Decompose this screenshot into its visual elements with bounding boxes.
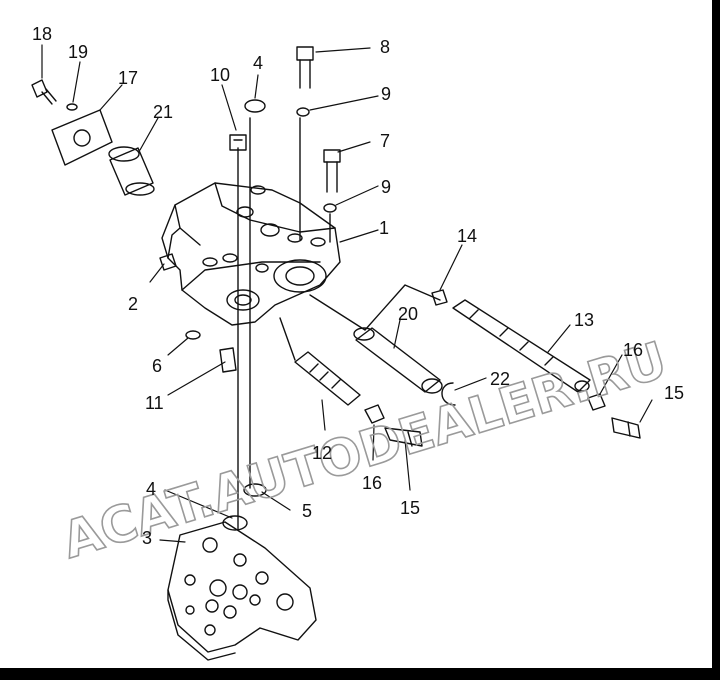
frame-border-bottom [0, 668, 720, 680]
label-part-6: 6 [152, 356, 162, 376]
label-part-11: 11 [145, 393, 164, 413]
label-part-20: 20 [398, 304, 418, 324]
label-part-3: 3 [142, 528, 152, 548]
leader-lines [41, 44, 653, 543]
screw-15-right [611, 417, 641, 439]
spool-12 [294, 351, 361, 406]
label-part-18: 18 [32, 24, 52, 44]
label-part-5: 5 [302, 501, 312, 521]
washer-9-top [296, 107, 310, 117]
label-part-19: 19 [68, 42, 88, 62]
alignment-line-e [309, 284, 441, 331]
label-part-1: 1 [379, 218, 389, 238]
label-part-10: 10 [210, 65, 230, 85]
label-part-12: 12 [312, 443, 332, 463]
label-part-15-right: 15 [664, 383, 684, 403]
plug-11 [219, 347, 237, 373]
plug-14 [431, 289, 448, 306]
label-part-4-top: 4 [253, 53, 263, 73]
washer-9-lower [323, 203, 337, 213]
label-part-4-lower: 4 [146, 479, 156, 499]
label-part-2: 2 [128, 294, 138, 314]
bottom-plate [167, 521, 317, 661]
alignment-line-f [279, 317, 296, 361]
spool-20 [353, 327, 443, 394]
bolt-7 [323, 149, 341, 193]
label-part-17: 17 [118, 68, 138, 88]
nut-16-lower [364, 404, 385, 424]
o-ring-4-lower [222, 515, 248, 531]
washer-19 [66, 103, 78, 111]
label-part-9-top: 9 [381, 84, 391, 104]
snap-ring-22 [441, 382, 456, 406]
screw-15-lower [384, 427, 423, 447]
spool-13 [452, 299, 591, 393]
o-ring-5 [243, 483, 267, 497]
valve-body [161, 182, 341, 326]
label-part-22: 22 [490, 369, 510, 389]
part-labels: 1 2 3 4 4 5 6 7 8 9 9 10 11 12 13 14 15 … [32, 24, 684, 548]
label-part-16-right: 16 [623, 340, 643, 360]
label-part-9-lower: 9 [381, 177, 391, 197]
label-part-21: 21 [153, 102, 173, 122]
bolt-18 [31, 79, 57, 105]
plug-10 [229, 134, 247, 151]
sleeve-21 [108, 146, 155, 196]
label-part-7: 7 [380, 131, 390, 151]
label-part-13: 13 [574, 310, 594, 330]
o-ring-6 [185, 330, 201, 340]
frame-border-right [712, 0, 720, 680]
o-ring-4-top [244, 99, 266, 113]
label-part-8: 8 [380, 37, 390, 57]
label-part-15-lower: 15 [400, 498, 420, 518]
bolt-8 [296, 46, 314, 89]
label-part-14: 14 [457, 226, 477, 246]
nut-16-right [587, 393, 606, 411]
label-part-16-lower: 16 [362, 473, 382, 493]
cover-plate [51, 109, 113, 166]
